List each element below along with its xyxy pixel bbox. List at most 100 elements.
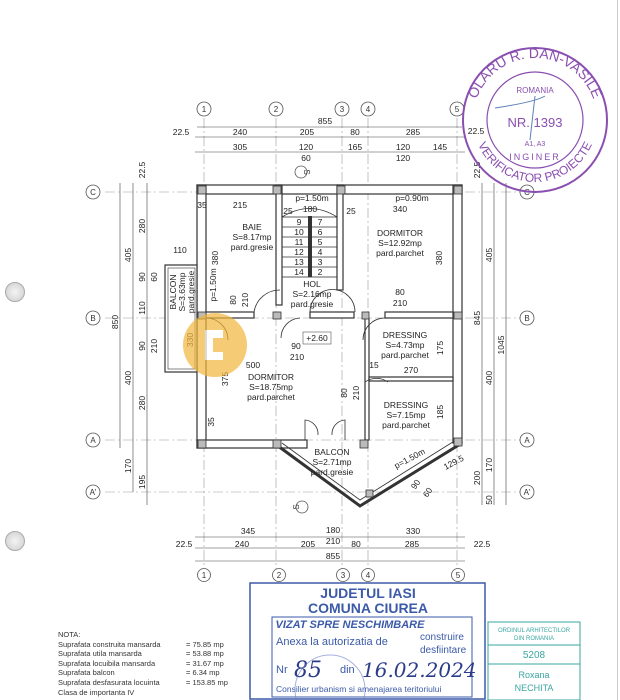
axis-label: 1 [202, 571, 207, 580]
note-line: Suprafata construita mansarda= 75.85 mp [58, 639, 224, 649]
svg-text:ROMANIA: ROMANIA [516, 86, 554, 95]
dim-label: 240 [235, 539, 249, 549]
dim-label: 855 [318, 116, 332, 126]
room-baie: BAIE S=8.17mp pard.gresie [231, 222, 274, 252]
dims-left: 850 405 400 170 22.5 280 90 60 110 90 21… [110, 161, 159, 489]
svg-text:pard.parchet: pard.parchet [376, 248, 424, 258]
stair-number: 12 [294, 247, 304, 257]
dim-label: 200 [472, 471, 482, 485]
dim-label: 845 [472, 311, 482, 325]
svg-text:BALCON: BALCON [315, 447, 350, 457]
dim-label: 80 [228, 295, 238, 305]
svg-text:pard.gresie: pard.gresie [186, 270, 196, 313]
axis-label: A [90, 436, 96, 445]
axis-label: B [90, 314, 95, 323]
svg-text:DORMITOR: DORMITOR [248, 372, 294, 382]
room-dormitor-1: DORMITOR S=12.92mp pard.parchet [376, 228, 424, 258]
axis-label: 5 [456, 571, 461, 580]
dims-top-openings: 305 120 60 165 120 120 145 [233, 142, 447, 163]
dim-label: 380 [434, 251, 444, 265]
dim-label: 22.5 [137, 161, 147, 178]
staircase: 9 10 11 12 13 14 7 6 5 4 3 2 [281, 208, 338, 278]
dim-label: 120 [396, 142, 410, 152]
svg-text:BALCON: BALCON [168, 275, 178, 310]
dim-label: 22.5 [474, 539, 491, 549]
dim-label: 25 [346, 206, 356, 216]
svg-text:pard.parchet: pard.parchet [381, 350, 429, 360]
dim-label: 210 [351, 386, 361, 400]
svg-text:S=8.17mp: S=8.17mp [233, 232, 272, 242]
handwritten-number: 85 [294, 658, 322, 683]
dim-label: 405 [484, 248, 494, 262]
axis-bubbles-top: 1 2 3 4 5 [196, 101, 465, 117]
dim-label: 120 [396, 153, 410, 163]
svg-text:JUDETUL IASI: JUDETUL IASI [320, 585, 415, 601]
dims-right: 22.5 845 200 405 400 170 50 1045 [472, 161, 506, 504]
svg-text:NR. 1393: NR. 1393 [508, 115, 563, 130]
svg-text:DORMITOR: DORMITOR [377, 228, 423, 238]
stair-number: 13 [294, 257, 304, 267]
dim-label: 90 [137, 272, 147, 282]
binder-hole [5, 531, 25, 551]
dim-label: 90 [291, 341, 301, 351]
stair-number: 5 [318, 237, 323, 247]
dim-label: 340 [393, 204, 407, 214]
axis-label: C [90, 188, 96, 197]
dim-label: 80 [350, 127, 360, 137]
stair-number: 10 [294, 227, 304, 237]
dim-label: 285 [405, 539, 419, 549]
svg-text:pard.gresie: pard.gresie [291, 299, 334, 309]
dim-label: 205 [301, 539, 315, 549]
interior-dims: 215 35 p=1.50m 180 25 25 p=0.90m 340 380… [173, 193, 465, 499]
svg-text:S=3.63mp: S=3.63mp [177, 272, 187, 311]
architects-stamp: ORDINUL ARHITECTILOR DIN ROMANIA 5208 Ro… [487, 621, 581, 700]
dim-label: 25 [283, 206, 293, 216]
axis-label: 5 [455, 105, 460, 114]
notes-block: NOTA: Suprafata construita mansarda= 75.… [58, 630, 228, 697]
dim-label: 185 [435, 405, 445, 419]
dim-label: 180 [303, 204, 317, 214]
dims-top-row: 22.5 240 205 80 285 22.5 [173, 126, 485, 137]
dim-label: 345 [241, 526, 255, 536]
svg-text:Anexa la autorizatia de: Anexa la autorizatia de [276, 636, 388, 648]
svg-text:DRESSING: DRESSING [383, 330, 427, 340]
room-balcon-1: BALCON S=2.71mp pard.gresie [311, 447, 354, 477]
svg-text:5208: 5208 [523, 650, 546, 661]
dim-label: 15 [369, 360, 379, 370]
svg-text:COMUNA CIUREA: COMUNA CIUREA [308, 600, 428, 616]
axis-bubbles-left: C B A A' [85, 184, 101, 500]
svg-text:S=7.15mp: S=7.15mp [387, 410, 426, 420]
svg-text:construire: construire [420, 632, 464, 643]
dim-label: 120 [299, 142, 313, 152]
dimension-lines [119, 126, 507, 562]
dim-label: 285 [406, 127, 420, 137]
dim-label: 210 [240, 293, 250, 307]
binder-hole [5, 282, 25, 302]
room-balcon-2: BALCON S=3.63mp pard.gresie [168, 270, 196, 313]
svg-text:NECHITA: NECHITA [515, 683, 554, 693]
dim-label: 375 [220, 372, 230, 386]
dim-label: 170 [484, 458, 494, 472]
svg-text:DIN ROMANIA: DIN ROMANIA [514, 636, 554, 642]
svg-text:S=2.71mp: S=2.71mp [313, 457, 352, 467]
stair-number: 6 [318, 227, 323, 237]
svg-text:desfiintare: desfiintare [420, 645, 467, 656]
dim-label: 110 [137, 301, 147, 315]
room-dormitor-2: DORMITOR S=18.75mp pard.parchet [247, 372, 295, 402]
dim-label: 180 [326, 525, 340, 535]
svg-text:Nr: Nr [276, 664, 288, 676]
dim-label: 210 [149, 339, 159, 353]
axis-label: A' [90, 488, 97, 497]
dim-label: p=1.50m [208, 268, 218, 301]
svg-text:DRESSING: DRESSING [384, 400, 428, 410]
dim-label: 1045 [496, 335, 506, 354]
axis-label: 3 [340, 105, 345, 114]
dim-label: 35 [197, 200, 207, 210]
note-line: Suprafata utila mansarda= 53.88 mp [58, 649, 224, 659]
stair-number: 4 [318, 247, 323, 257]
axis-label: B [524, 314, 529, 323]
dim-label: 305 [233, 142, 247, 152]
dim-label: 80 [351, 539, 361, 549]
dim-label: p=1.50m [295, 193, 328, 203]
